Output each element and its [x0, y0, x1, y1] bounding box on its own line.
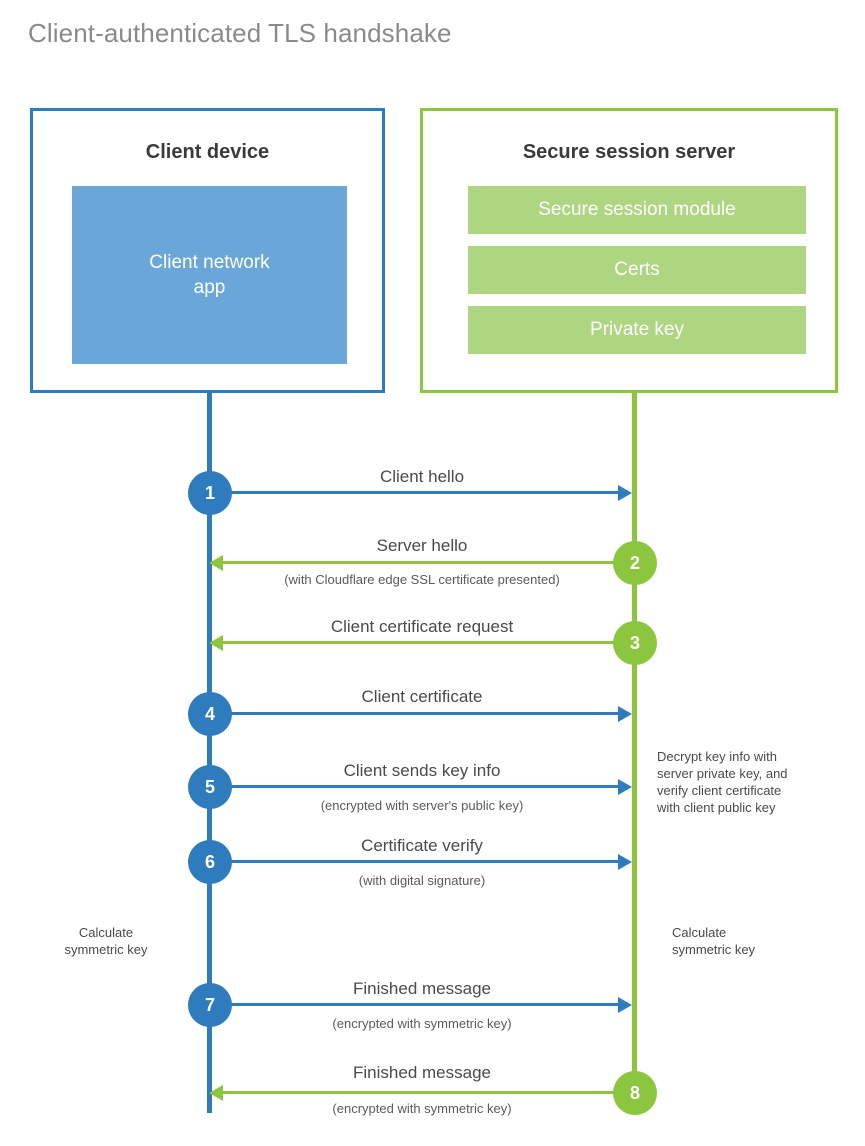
step-8-circle: 8 [613, 1071, 657, 1115]
client-calculate-symmetric-key-note: Calculate symmetric key [64, 925, 148, 957]
step-8-arrow-head-left-icon [209, 1085, 223, 1101]
step-6-circle: 6 [188, 840, 232, 884]
step-2-arrow-line [223, 561, 633, 564]
step-7-circle: 7 [188, 983, 232, 1027]
client-network-app-block: Client network app [72, 186, 347, 364]
client-device-title: Client device [145, 141, 270, 163]
step-1-arrow-head-right-icon [618, 485, 632, 501]
step-5-label: Client sends key info [343, 761, 501, 780]
client-device-box: Client device Client network app [30, 108, 385, 393]
step-1-circle: 1 [188, 471, 232, 515]
step-2-sublabel: (with Cloudflare edge SSL certificate pr… [284, 572, 560, 587]
step-3-arrow-head-left-icon [209, 635, 223, 651]
step-2-label: Server hello [376, 536, 468, 555]
step-3-circle: 3 [613, 621, 657, 665]
server-decrypt-note: Decrypt key info with server private key… [657, 749, 788, 815]
step-7-label: Finished message [353, 979, 491, 998]
step-3-arrow-line [223, 641, 633, 644]
secure-session-server-box: Secure session server Secure session mod… [420, 108, 838, 393]
step-4-arrow-line [210, 712, 618, 715]
step-6-sublabel: (with digital signature) [358, 873, 486, 888]
step-4-circle: 4 [188, 692, 232, 736]
secure-session-server-title: Secure session server [522, 141, 736, 163]
step-4-label: Client certificate [361, 687, 483, 706]
step-6-arrow-line [210, 860, 618, 863]
step-2-arrow-head-left-icon [209, 555, 223, 571]
step-4-arrow-head-right-icon [618, 706, 632, 722]
server-calculate-symmetric-key-note: Calculate symmetric key [672, 925, 756, 957]
server-component-private-key: Private key [468, 306, 806, 354]
server-component-certs: Certs [468, 246, 806, 294]
step-5-arrow-line [210, 785, 618, 788]
step-7-sublabel: (encrypted with symmetric key) [332, 1016, 512, 1031]
step-2-circle: 2 [613, 541, 657, 585]
step-8-label: Finished message [353, 1063, 491, 1082]
step-1-arrow-line [210, 491, 618, 494]
step-7-arrow-line [210, 1003, 618, 1006]
step-8-arrow-line [223, 1091, 633, 1094]
step-7-arrow-head-right-icon [618, 997, 632, 1013]
client-lifeline [207, 393, 212, 1113]
step-5-circle: 5 [188, 765, 232, 809]
step-5-sublabel: (encrypted with server's public key) [320, 798, 524, 813]
step-6-arrow-head-right-icon [618, 854, 632, 870]
step-3-label: Client certificate request [330, 617, 514, 636]
page-title: Client-authenticated TLS handshake [28, 18, 452, 48]
server-component-secure-session-module: Secure session module [468, 186, 806, 234]
step-5-arrow-head-right-icon [618, 779, 632, 795]
step-6-label: Certificate verify [361, 836, 483, 855]
client-network-app-label: Client network app [149, 252, 270, 298]
server-lifeline [632, 393, 637, 1093]
step-1-label: Client hello [379, 467, 465, 486]
step-8-sublabel: (encrypted with symmetric key) [332, 1101, 512, 1116]
